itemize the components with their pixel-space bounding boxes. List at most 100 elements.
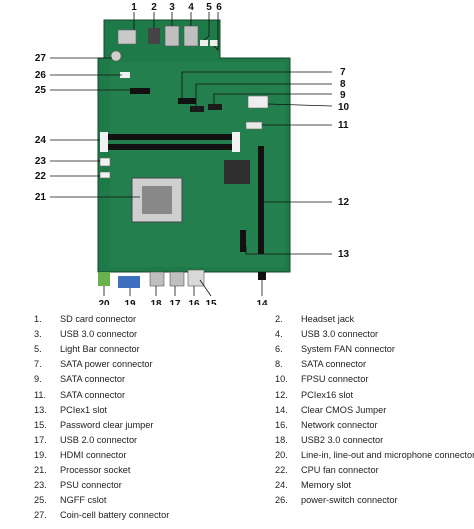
callout-27: 27 [35,53,47,64]
callout-labels: 1 2 3 4 5 6 7 8 9 10 11 12 13 14 15 16 1… [35,2,350,305]
leader-9 [213,93,332,104]
legend-number: 5. [34,344,42,355]
legend-label: Processor socket [60,465,131,475]
rj45-port [187,269,205,287]
legend-label: FPSU connector [301,374,369,385]
legend-number: 20. [275,449,288,460]
legend-label: Light Bar connector [60,344,140,355]
usb-block-b [169,271,185,287]
sata-port-3 [245,121,263,130]
legend-label: SATA connector [301,359,367,370]
legend-number: 11. [34,389,47,400]
legend-number: 6. [275,344,283,355]
leader-lines [50,12,333,297]
ngff-slot [130,88,150,94]
legend-label: Line-in, line-out and microphone connect… [301,449,474,460]
callout-17: 17 [169,299,181,305]
legend-label: SATA connector [60,389,126,400]
legend-label: System FAN connector [301,344,395,355]
legend-label: SATA connector [60,374,126,385]
power-switch-header [120,72,130,78]
legend-number: 16. [275,419,288,430]
leader-5 [203,12,210,41]
legend-number: 17. [34,434,47,445]
legend-number: 3. [34,329,42,340]
legend-label: USB 3.0 connector [301,329,379,340]
psu-header [99,157,111,167]
leader-7 [181,71,332,98]
callout-2: 2 [151,2,157,13]
legend-number: 19. [34,449,47,460]
legend-number: 12. [275,389,288,400]
callout-11: 11 [338,120,349,131]
coin-cell [110,50,122,62]
callout-15: 15 [205,299,217,305]
legend-label: PSU connector [60,480,122,491]
fpsu-header [247,95,269,109]
legend-number: 1. [34,314,42,324]
callout-26: 26 [35,70,47,81]
callout-25: 25 [35,85,47,96]
callout-23: 23 [35,156,47,167]
legend-number: 9. [34,374,42,385]
legend-label: USB 3.0 connector [60,329,138,340]
callout-3: 3 [169,2,175,13]
callout-12: 12 [338,197,350,208]
legend-label: power-switch connector [301,495,398,506]
usb30-port-a [164,25,180,47]
leader-6 [213,12,219,51]
fan-header [210,40,218,46]
leader-10 [267,103,333,107]
legend-number: 14. [275,404,288,415]
usb30-port-b [183,25,199,47]
vga-hdmi-block [118,276,140,288]
legend-label: USB2 3.0 connector [301,434,384,445]
callout-4: 4 [188,2,194,13]
callout-9: 9 [340,90,346,101]
legend-label: Clear CMOS Jumper [301,404,387,415]
headset-port [148,28,160,44]
cmos-jumper [258,272,266,280]
legend-label: NGFF cslot [60,495,107,506]
legend-label: SATA power connector [60,359,153,370]
memory-slot-b [100,144,240,150]
memory-slot-clip-b [232,132,240,152]
pciex1-slot [240,230,246,252]
sata-power-header [178,98,196,104]
callout-21: 21 [35,192,47,203]
legend-label: Coin-cell battery connector [60,510,170,521]
usb-block-a [149,271,165,287]
legend-number: 22. [275,465,288,475]
legend-number: 26. [275,495,288,506]
legend-label: HDMI connector [60,449,127,460]
legend-number: 2. [275,314,283,324]
legend-number: 13. [34,404,47,415]
sata-port-1 [190,106,204,112]
callout-18: 18 [150,299,162,305]
sd-card-port [117,29,137,45]
callout-6: 6 [216,2,222,13]
callout-10: 10 [338,102,350,113]
legend-label: PCIex1 slot [60,404,107,415]
legend-number: 7. [34,359,42,370]
sata-port-2 [208,104,222,110]
callout-20: 20 [98,299,110,305]
callout-5: 5 [206,2,212,13]
legend-number: 4. [275,329,283,340]
callout-1: 1 [131,2,137,13]
leader-13 [245,246,332,255]
legend-label: SD card connector [60,314,137,324]
memory-slot-a [100,134,240,140]
callout-22: 22 [35,171,47,182]
leader-15 [199,279,212,297]
legend-label: Password clear jumper [60,419,154,430]
cpu-socket-inner [142,186,172,214]
legend-label: Memory slot [301,480,352,491]
callout-14: 14 [256,299,268,305]
legend-number: 10. [275,374,288,385]
legend-label: Headset jack [301,314,355,324]
audio-jacks [98,272,110,286]
legend-label: PCIex16 slot [301,389,354,400]
legend-number: 21. [34,465,47,475]
callout-24: 24 [35,135,47,146]
